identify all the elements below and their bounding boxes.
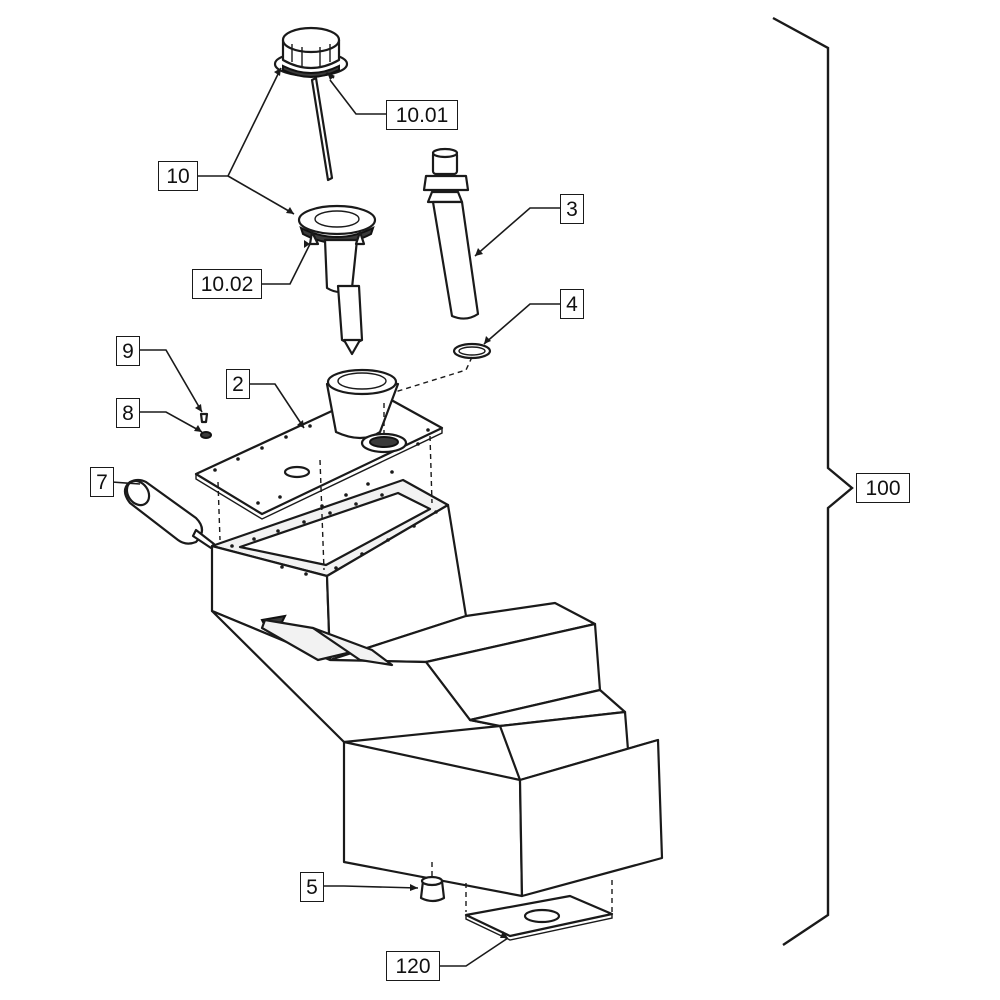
leader-4: [483, 303, 560, 345]
leader-10-01: [329, 79, 386, 115]
callout-3: 3: [560, 194, 584, 224]
leader-10: [198, 67, 282, 177]
tank-body-part: [210, 478, 664, 898]
assembly-bracket: [772, 16, 854, 946]
assembly-line: [394, 356, 473, 393]
leader-120: [438, 937, 509, 967]
callout-100: 100: [856, 473, 910, 503]
leader-8: [138, 411, 203, 433]
callout-2: 2: [226, 369, 250, 399]
screw-part: [199, 412, 209, 424]
leader-7: [111, 481, 141, 485]
leader-2: [250, 383, 305, 429]
callout-10: 10: [158, 161, 198, 191]
callout-10-02: 10.02: [192, 269, 262, 299]
dipstick-part: [310, 76, 334, 182]
filler-neck-part: [297, 204, 377, 356]
leader-3: [474, 207, 560, 257]
filler-cap-part: [273, 26, 349, 78]
leader-5: [324, 885, 419, 889]
callout-4: 4: [560, 289, 584, 319]
breather-part: [123, 478, 216, 550]
washer-part: [200, 431, 212, 439]
callout-7: 7: [90, 467, 114, 497]
leader-10-02: [262, 243, 311, 285]
callout-8: 8: [116, 398, 140, 428]
tube-part: [422, 147, 480, 320]
callout-120: 120: [386, 951, 440, 981]
drain-plug-part: [419, 875, 446, 903]
cover-plate-part: [194, 368, 444, 520]
bottom-plate-part: [464, 894, 614, 941]
leader-9: [138, 349, 203, 413]
callout-10-01: 10.01: [386, 100, 458, 130]
callout-5: 5: [300, 872, 324, 902]
callout-9: 9: [116, 336, 140, 366]
